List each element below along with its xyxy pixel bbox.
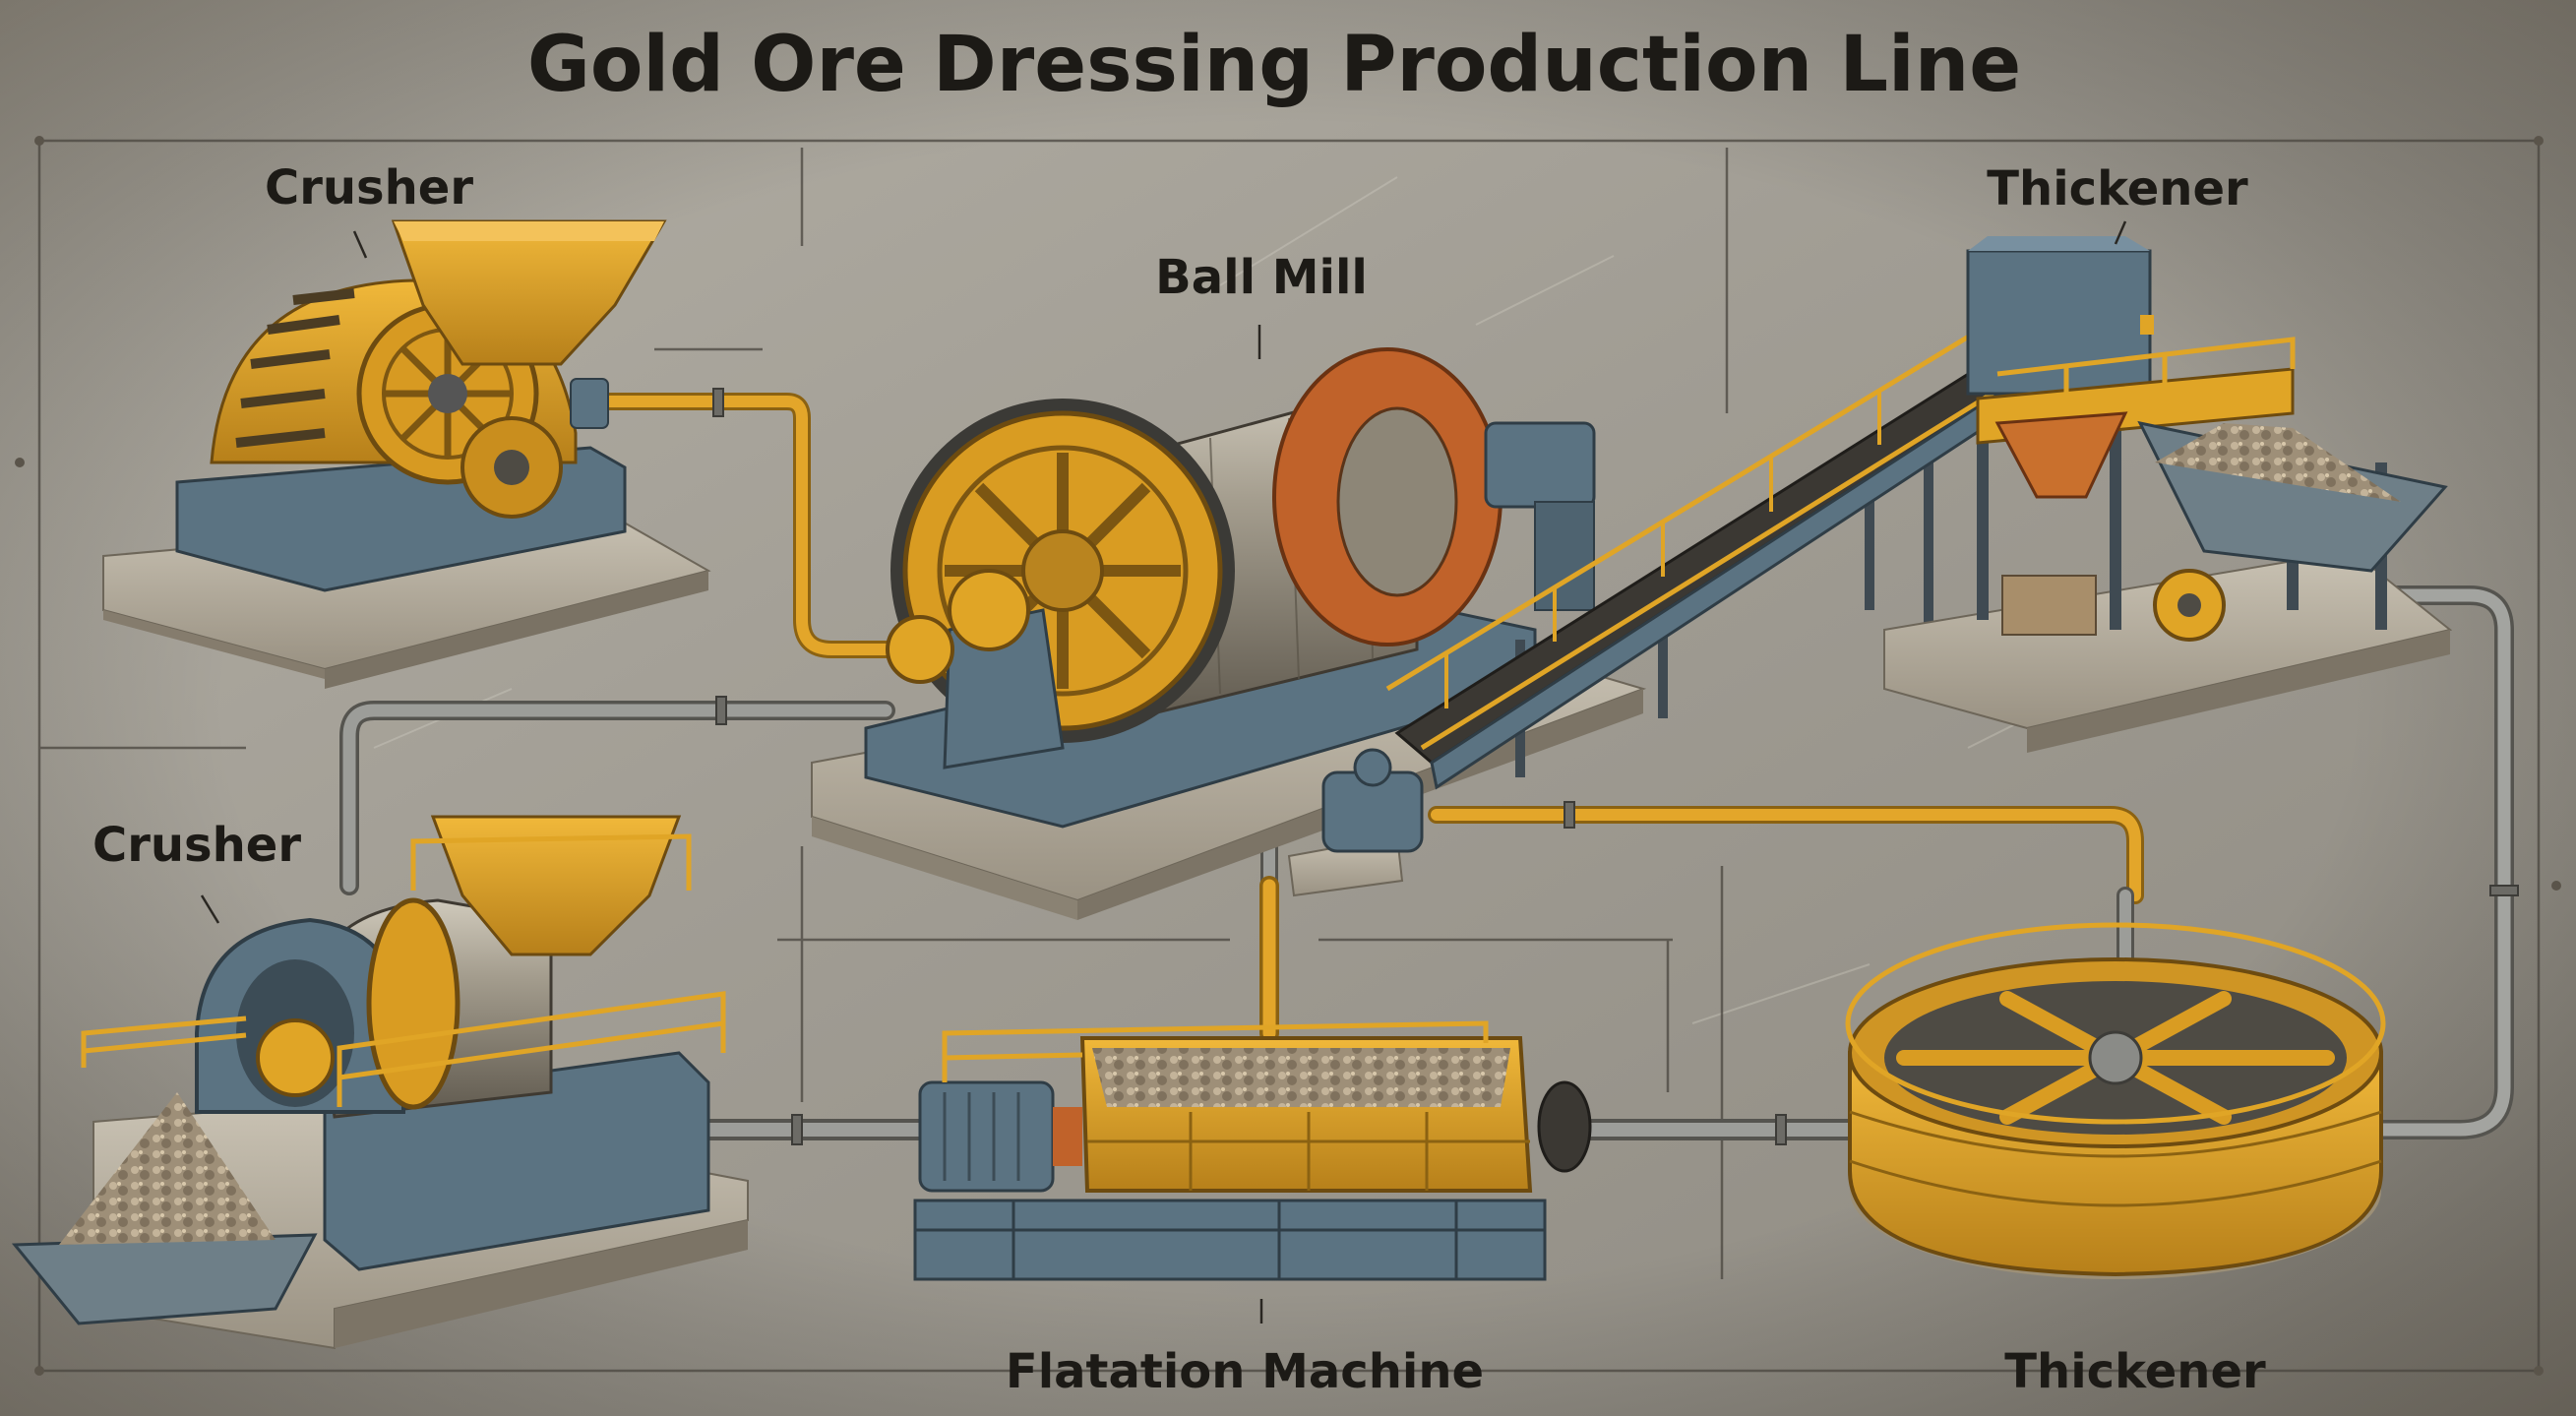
label-leaders xyxy=(200,220,2127,1324)
belt-conveyor-icon xyxy=(1385,292,2085,790)
slurry-pump-icon xyxy=(1287,748,1424,897)
page-title: Gold Ore Dressing Production Line xyxy=(527,21,2021,109)
label-thickener-bottom: Thickener xyxy=(2004,1344,2266,1399)
label-ball-mill: Ball Mill xyxy=(1155,250,1368,305)
label-flotation-machine: Flatation Machine xyxy=(1006,1344,1484,1399)
label-crusher-top: Crusher xyxy=(265,160,473,215)
label-crusher-bottom: Crusher xyxy=(92,818,301,873)
circular-thickener-icon xyxy=(1845,922,2386,1279)
thickener-building-icon xyxy=(1883,236,2453,753)
jaw-crusher-icon xyxy=(102,219,711,689)
panel-grid-lines xyxy=(37,139,2541,1373)
rivets xyxy=(15,136,2561,1376)
flotation-cell-icon xyxy=(913,1020,1592,1281)
label-thickener-top: Thickener xyxy=(1987,161,2248,216)
cone-crusher-icon xyxy=(11,815,749,1350)
